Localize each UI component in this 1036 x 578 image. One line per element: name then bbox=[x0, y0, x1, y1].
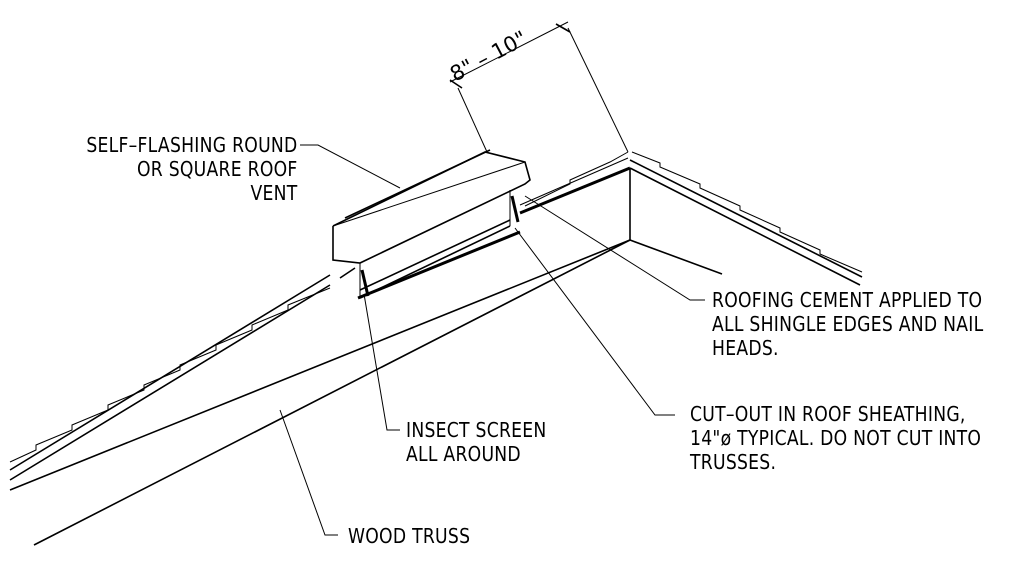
label-insect-screen: INSECT SCREEN ALL AROUND bbox=[406, 418, 547, 466]
label-roof-vent: SELF–FLASHING ROUND OR SQUARE ROOF VENT bbox=[86, 133, 298, 205]
leader-cement bbox=[524, 195, 705, 301]
dimension-text: 8" – 10" bbox=[446, 26, 531, 86]
label-roofing-cement: ROOFING CEMENT APPLIED TO ALL SHINGLE ED… bbox=[712, 288, 984, 360]
leader-vent bbox=[300, 144, 401, 189]
roof-sheathing bbox=[9, 159, 863, 481]
leader-screen bbox=[363, 293, 400, 431]
dimension-8-10: 8" – 10" bbox=[446, 21, 629, 153]
leader-truss bbox=[279, 409, 338, 536]
wood-truss bbox=[9, 168, 723, 546]
shingles-right bbox=[519, 151, 863, 273]
label-cut-out: CUT–OUT IN ROOF SHEATHING, 14"ø TYPICAL.… bbox=[690, 402, 982, 474]
roof-vent bbox=[332, 149, 531, 299]
shingles-left bbox=[9, 287, 331, 463]
leader-cutout bbox=[514, 227, 675, 416]
leader-lines bbox=[279, 144, 705, 536]
label-wood-truss: WOOD TRUSS bbox=[348, 524, 471, 548]
